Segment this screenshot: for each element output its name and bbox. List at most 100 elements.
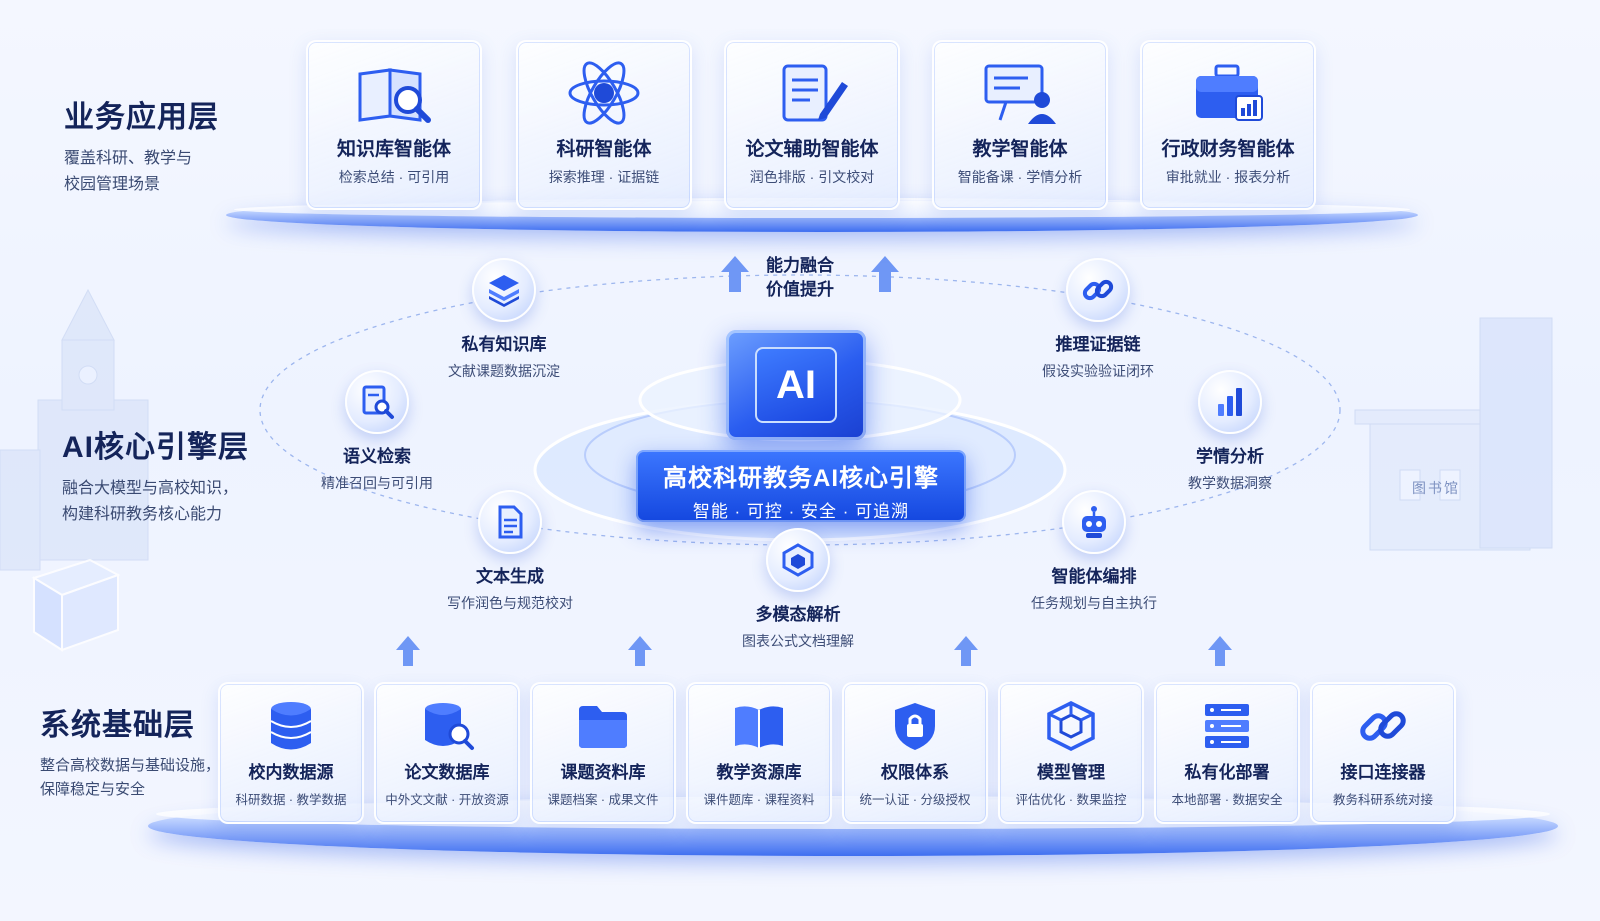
- foundation-card-sub: 本地部署 · 数据安全: [1171, 793, 1283, 807]
- model-cube-icon: [1047, 701, 1095, 751]
- engine-subtitle: 智能 · 可控 · 安全 · 可追溯: [692, 502, 910, 521]
- engine-node-title: 推理证据链: [1055, 335, 1141, 354]
- engine-node-agent-orchestration[interactable]: 智能体编排 任务规划与自主执行: [994, 490, 1194, 613]
- business-card-teaching[interactable]: 教学智能体 智能备课 · 学情分析: [932, 40, 1108, 210]
- engine-node-title: 私有知识库: [461, 335, 547, 354]
- robot-icon: [1082, 506, 1106, 538]
- engine-node-bubble: [478, 490, 542, 554]
- briefcase-chart-icon: [1196, 64, 1263, 121]
- business-card-research[interactable]: 科研智能体 探索推理 · 证据链: [516, 40, 692, 210]
- business-card-sub: 探索推理 · 证据链: [548, 169, 660, 185]
- engine-node-sub: 精准召回与可引用: [321, 475, 433, 491]
- chain-link-icon: [1360, 711, 1406, 741]
- engine-node-sub: 写作润色与规范校对: [447, 595, 573, 611]
- engine-node-learning-analysis[interactable]: 学情分析 教学数据洞察: [1130, 370, 1330, 493]
- foundation-card-permission[interactable]: 权限体系 统一认证 · 分级授权: [842, 682, 988, 824]
- ai-core-label: AI: [776, 362, 816, 407]
- foundation-card-title: 私有化部署: [1184, 763, 1270, 782]
- engine-layer-title: AI核心引擎层: [62, 431, 249, 464]
- engine-node-evidence-chain[interactable]: 推理证据链 假设实验验证闭环: [998, 258, 1198, 381]
- business-card-admin[interactable]: 行政财务智能体 审批就业 · 报表分析: [1140, 40, 1316, 210]
- capability-fusion-label: 能力融合 价值提升: [766, 256, 834, 299]
- shield-lock-icon: [895, 703, 935, 750]
- engine-node-title: 学情分析: [1196, 447, 1264, 466]
- foundation-card-private-deploy[interactable]: 私有化部署 本地部署 · 数据安全: [1154, 682, 1300, 824]
- business-layer-caption: 业务应用层 覆盖科研、教学与 校园管理场景: [64, 92, 219, 198]
- engine-node-bubble: [1066, 258, 1130, 322]
- engine-node-title: 语义检索: [343, 447, 411, 466]
- foundation-card-title: 论文数据库: [404, 763, 490, 782]
- server-icon: [1205, 704, 1249, 748]
- engine-node-sub: 图表公式文档理解: [742, 633, 854, 649]
- engine-node-semantic-search[interactable]: 语义检索 精准召回与可引用: [277, 370, 477, 493]
- business-card-title: 行政财务智能体: [1161, 139, 1295, 160]
- engine-title: 高校科研教务AI核心引擎: [663, 465, 939, 492]
- business-card-paper[interactable]: 论文辅助智能体 润色排版 · 引文校对: [724, 40, 900, 210]
- engine-banner[interactable]: 高校科研教务AI核心引擎 智能 · 可控 · 安全 · 可追溯: [636, 450, 966, 522]
- foundation-card-sub: 统一认证 · 分级授权: [859, 793, 971, 807]
- document-search-icon: [362, 385, 394, 419]
- foundation-card-title: 校内数据源: [248, 763, 334, 782]
- engine-node-text-generation[interactable]: 文本生成 写作润色与规范校对: [410, 490, 610, 613]
- engine-node-bubble: [766, 528, 830, 592]
- foundation-layer-title: 系统基础层: [40, 709, 195, 742]
- foundation-card-sub: 科研数据 · 教学数据: [235, 793, 347, 807]
- ai-core-cube: AI: [726, 330, 866, 440]
- presentation-teacher-icon: [984, 64, 1056, 124]
- engine-node-title: 多模态解析: [755, 605, 841, 624]
- link-icon: [1082, 279, 1114, 301]
- business-card-title: 知识库智能体: [336, 139, 451, 160]
- engine-node-title: 文本生成: [476, 567, 544, 586]
- upward-arrows: [396, 256, 1232, 666]
- document-icon: [498, 505, 523, 539]
- business-card-title: 论文辅助智能体: [745, 139, 879, 160]
- library-building-decor: [1354, 317, 1553, 551]
- atom-icon: [568, 61, 640, 125]
- foundation-card-sub: 教务科研系统对接: [1332, 793, 1433, 807]
- business-card-knowledge[interactable]: 知识库智能体 检索总结 · 可引用: [306, 40, 482, 210]
- foundation-card-sub: 课件题库 · 课程资料: [703, 793, 815, 807]
- open-book-icon: [735, 706, 783, 748]
- library-sign: 图书馆: [1412, 480, 1460, 496]
- foundation-card-paper-db[interactable]: 论文数据库 中外文文献 · 开放资源: [374, 682, 520, 824]
- engine-node-title: 智能体编排: [1051, 567, 1137, 586]
- business-layer-title: 业务应用层: [64, 101, 219, 134]
- bar-chart-icon: [1218, 388, 1242, 416]
- foundation-card-teaching-repo[interactable]: 教学资源库 课件题库 · 课程资料: [686, 682, 832, 824]
- foundation-card-title: 课题资料库: [560, 763, 646, 782]
- foundation-card-title: 模型管理: [1037, 763, 1105, 782]
- foundation-layer-desc: 整合高校数据与基础设施， 保障稳定与安全: [40, 757, 221, 798]
- business-card-title: 科研智能体: [556, 139, 652, 160]
- foundation-card-connector[interactable]: 接口连接器 教务科研系统对接: [1310, 682, 1456, 824]
- business-card-sub: 润色排版 · 引文校对: [749, 169, 875, 185]
- foundation-card-campus-data[interactable]: 校内数据源 科研数据 · 教学数据: [218, 682, 364, 824]
- engine-node-bubble: [472, 258, 536, 322]
- clock-tower-decor: [0, 288, 149, 571]
- foundation-card-project-repo[interactable]: 课题资料库 课题档案 · 成果文件: [530, 682, 676, 824]
- engine-node-bubble: [1062, 490, 1126, 554]
- business-card-title: 教学智能体: [972, 139, 1068, 160]
- folder-icon: [579, 706, 627, 748]
- foundation-layer-caption: 系统基础层 整合高校数据与基础设施， 保障稳定与安全: [40, 700, 220, 802]
- engine-layer-desc: 融合大模型与高校知识， 构建科研教务核心能力: [62, 480, 239, 523]
- business-card-sub: 检索总结 · 可引用: [338, 169, 450, 185]
- engine-node-sub: 任务规划与自主执行: [1031, 595, 1157, 611]
- foundation-card-title: 接口连接器: [1340, 763, 1426, 782]
- foundation-card-sub: 中外文文献 · 开放资源: [385, 793, 509, 807]
- engine-node-private-kb[interactable]: 私有知识库 文献课题数据沉淀: [404, 258, 604, 381]
- cube-icon: [782, 543, 814, 577]
- engine-node-bubble: [345, 370, 409, 434]
- foundation-card-title: 权限体系: [881, 763, 949, 782]
- database-icon: [270, 702, 312, 750]
- foundation-card-sub: 课题档案 · 成果文件: [547, 793, 659, 807]
- engine-node-bubble: [1198, 370, 1262, 434]
- database-search-icon: [425, 703, 474, 750]
- layers-icon: [489, 275, 519, 307]
- engine-node-multimodal[interactable]: 多模态解析 图表公式文档理解: [698, 528, 898, 651]
- foundation-card-model-mgmt[interactable]: 模型管理 评估优化 · 数果监控: [998, 682, 1144, 824]
- foundation-card-title: 教学资源库: [716, 763, 802, 782]
- document-pen-icon: [782, 64, 848, 122]
- foundation-card-sub: 评估优化 · 数果监控: [1015, 793, 1127, 807]
- business-card-sub: 智能备课 · 学情分析: [957, 169, 1083, 185]
- glass-cube-decor: [31, 558, 121, 652]
